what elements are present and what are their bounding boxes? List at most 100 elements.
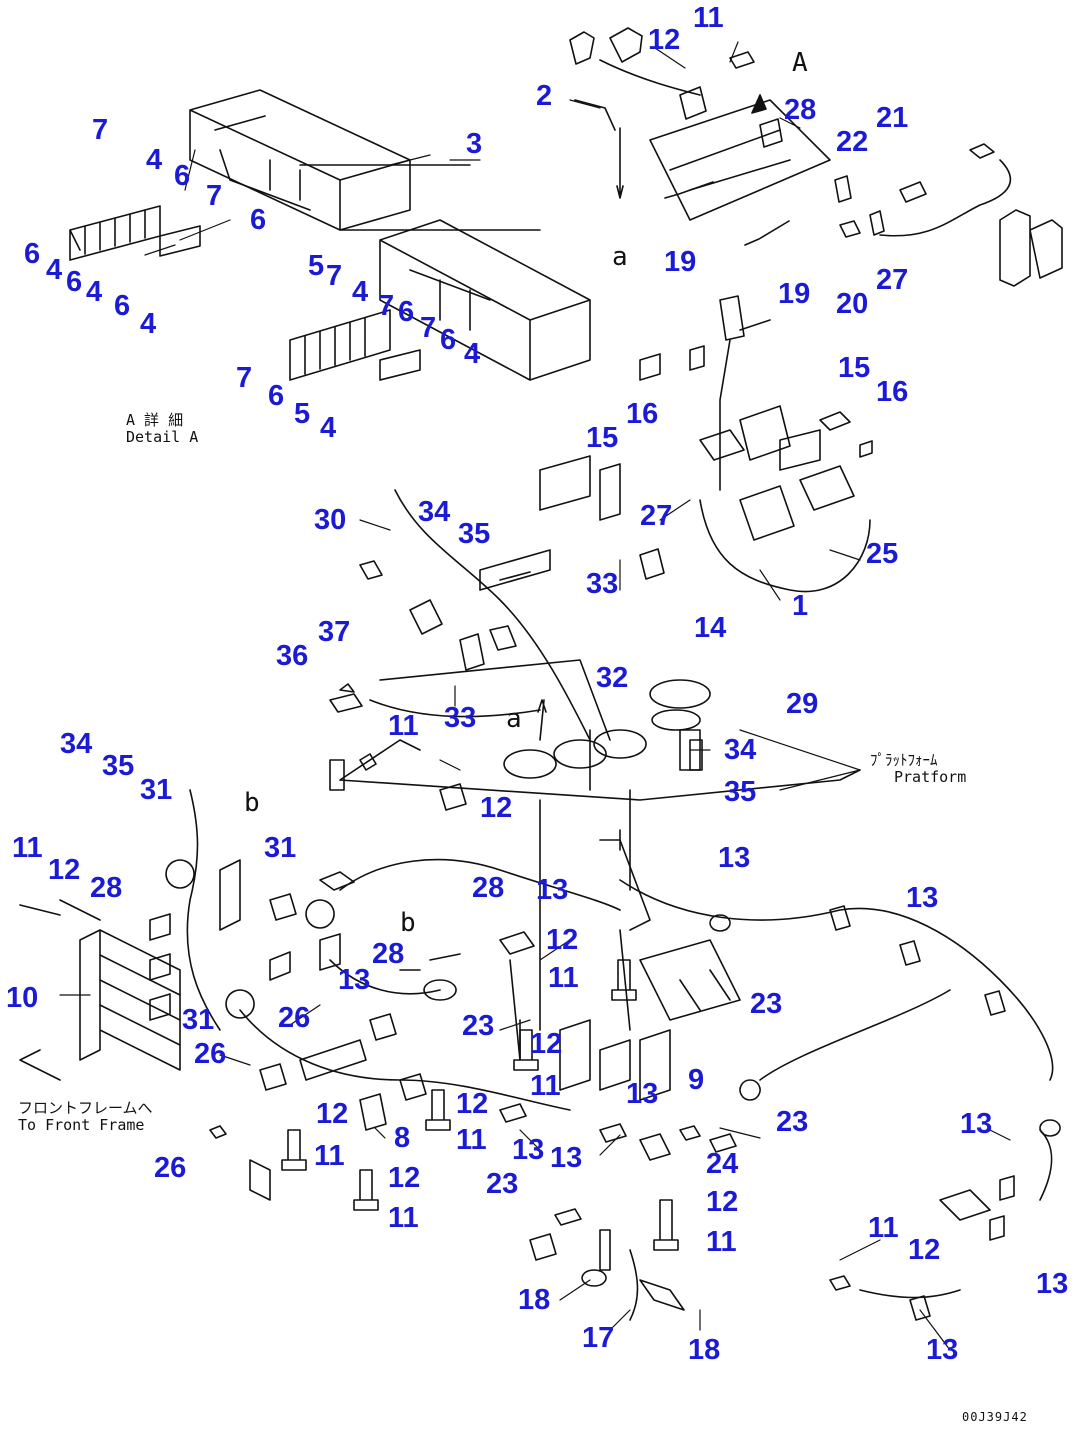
- ref-34-c: 34: [60, 728, 93, 760]
- ref-12-f: 12: [316, 1098, 349, 1130]
- ref-33-a: 33: [586, 568, 619, 600]
- ref-35-c: 35: [724, 776, 757, 808]
- ref-12-h: 12: [388, 1162, 421, 1194]
- ref-30: 30: [314, 504, 347, 536]
- ref-11-h: 11: [388, 1202, 419, 1234]
- ref-23-d: 23: [486, 1168, 519, 1200]
- ref-13-b: 13: [536, 874, 569, 906]
- ref-13-a: 13: [718, 842, 751, 874]
- ref-31-b: 31: [264, 832, 297, 864]
- ref-11-c: 11: [12, 832, 43, 864]
- ref-4-e: 4: [352, 276, 369, 308]
- ref-13-c: 13: [906, 882, 939, 914]
- front-frame-note-jp: フロントフレームへ: [18, 1099, 153, 1117]
- ref-4-d: 4: [140, 308, 157, 340]
- ref-1: 1: [792, 590, 809, 622]
- ref-12-e: 12: [530, 1028, 563, 1060]
- ref-6-e: 6: [114, 290, 131, 322]
- ref-4-b: 4: [46, 254, 63, 286]
- platform-note-en: Pratform: [894, 768, 967, 787]
- ref-27-b: 27: [640, 500, 673, 532]
- letter-b-mid: b: [400, 908, 416, 938]
- ref-11-g: 11: [314, 1140, 345, 1172]
- ref-4-f: 4: [464, 338, 481, 370]
- ref-11-e: 11: [530, 1070, 561, 1102]
- ref-28-c: 28: [472, 872, 505, 904]
- ref-5-b: 5: [294, 398, 311, 430]
- ref-18-b: 18: [688, 1334, 721, 1366]
- ref-14: 14: [694, 612, 727, 644]
- front-frame-note: フロントフレームへ To Front Frame: [18, 1099, 153, 1135]
- ref-5-a: 5: [308, 250, 325, 282]
- letter-a-upper: A: [792, 48, 808, 78]
- ref-13-h: 13: [550, 1142, 583, 1174]
- front-frame-note-en: To Front Frame: [18, 1116, 145, 1135]
- ref-6-c: 6: [24, 238, 41, 270]
- ref-4-g: 4: [320, 412, 337, 444]
- ref-16-a: 16: [876, 376, 909, 408]
- ref-13-g: 13: [512, 1134, 545, 1166]
- ref-7-e: 7: [420, 312, 437, 344]
- ref-28-b: 28: [90, 872, 123, 904]
- ref-7-d: 7: [378, 290, 395, 322]
- ref-22: 22: [836, 126, 869, 158]
- ref-24: 24: [706, 1148, 739, 1180]
- ref-35-b: 35: [102, 750, 135, 782]
- ref-6-a: 6: [174, 160, 191, 192]
- ref-6-f: 6: [398, 296, 415, 328]
- ref-31-a: 31: [140, 774, 173, 806]
- ref-10: 10: [6, 982, 39, 1014]
- ref-13-d: 13: [338, 964, 371, 996]
- ref-13-i: 13: [1036, 1268, 1069, 1300]
- lower-right-harness: [559, 879, 1061, 1321]
- ref-11-d: 11: [548, 962, 579, 994]
- ref-11-i: 11: [868, 1212, 899, 1244]
- ref-12-i: 12: [706, 1186, 739, 1218]
- detail-a-note-jp: A 詳 細: [126, 411, 184, 429]
- letter-a-mid: a: [506, 704, 522, 734]
- ref-7-a: 7: [92, 114, 109, 146]
- ref-29: 29: [786, 688, 819, 720]
- ref-15-b: 15: [586, 422, 619, 454]
- ref-11-f: 11: [456, 1124, 487, 1156]
- drawing-code: 00J39J42: [962, 1410, 1028, 1424]
- ref-23-c: 23: [776, 1106, 809, 1138]
- ref-12-g: 12: [456, 1088, 489, 1120]
- ref-26-a: 26: [278, 1002, 311, 1034]
- ref-26-b: 26: [194, 1038, 227, 1070]
- ref-33-b: 33: [444, 702, 477, 734]
- ref-13-f: 13: [960, 1108, 993, 1140]
- ref-25: 25: [866, 538, 899, 570]
- ref-32: 32: [596, 662, 629, 694]
- platform-note: ﾌﾟﾗｯﾄﾌｫｰﾑ Pratform: [870, 751, 967, 787]
- ref-34-b: 34: [724, 734, 757, 766]
- ref-26-c: 26: [154, 1152, 187, 1184]
- ref-4-a: 4: [146, 144, 163, 176]
- ref-6-d: 6: [66, 266, 83, 298]
- letter-b-left: b: [244, 788, 260, 818]
- ref-36: 36: [276, 640, 309, 672]
- ref-34-a: 34: [418, 496, 451, 528]
- ref-8: 8: [394, 1122, 411, 1154]
- letter-a-top: a: [612, 242, 628, 272]
- ref-31-c: 31: [182, 1004, 215, 1036]
- bottom-fasteners: [209, 739, 737, 1321]
- ref-12-b: 12: [480, 792, 513, 824]
- ref-6-h: 6: [268, 380, 285, 412]
- ref-17: 17: [582, 1322, 615, 1354]
- left-harness: [19, 789, 651, 1111]
- ref-16-b: 16: [626, 398, 659, 430]
- ref-37: 37: [318, 616, 351, 648]
- ref-4-c: 4: [86, 276, 103, 308]
- ref-2: 2: [536, 80, 553, 112]
- detail-a-note: A 詳 細 Detail A: [126, 411, 198, 447]
- ref-28-a: 28: [784, 94, 817, 126]
- ref-13-e: 13: [626, 1078, 659, 1110]
- ref-6-g: 6: [440, 324, 457, 356]
- ref-11-j: 11: [706, 1226, 737, 1258]
- ref-15-a: 15: [838, 352, 871, 384]
- ref-27-a: 27: [876, 264, 909, 296]
- ref-9: 9: [688, 1064, 705, 1096]
